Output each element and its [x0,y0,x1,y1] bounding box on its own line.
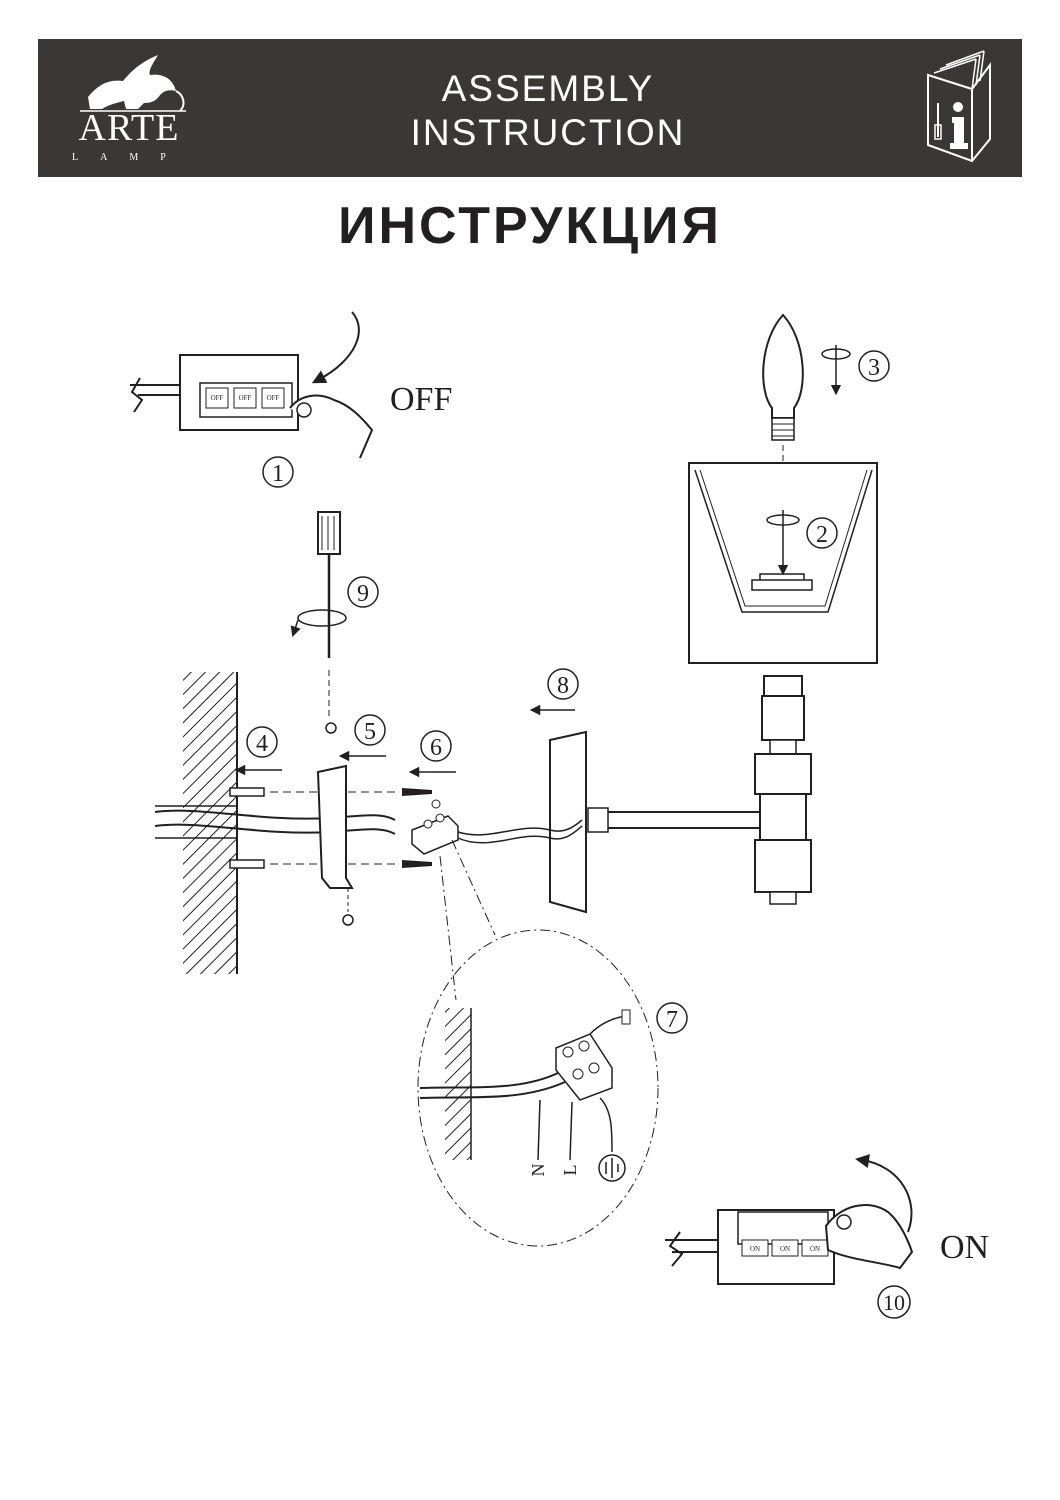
lamp-arm [605,811,761,829]
switch-off-illustration: OFF OFF OFF OFF 1 [130,311,452,488]
switch-key-2-label: OFF [239,394,252,402]
switch-on-illustration: ON ON ON ON 10 [665,1154,989,1319]
lamp-body-illustration: 8 [529,668,812,914]
header-bar: ARTE LAMP ASSEMBLY INSTRUCTION [38,39,1022,177]
switch-on-key-1-label: ON [750,1245,760,1253]
header-title-line2: INSTRUCTION [410,112,686,153]
page-title: ИНСТРУКЦИЯ [338,197,722,255]
wall-section [183,672,237,974]
wiring-detail: N L 7 [417,929,688,1247]
screwdriver-icon [317,511,341,555]
screwdriver-illustration: 9 [290,511,379,718]
switch-key-1-label: OFF [211,394,224,402]
header-title-line1: ASSEMBLY [441,68,655,109]
step-1-number: 1 [272,461,284,487]
rotate-arrow-icon [311,311,360,384]
switch-on-key-3-label: ON [810,1245,820,1253]
step-7-number: 7 [666,1007,678,1033]
step-6-number: 6 [430,735,442,761]
step-8-number: 8 [557,673,569,699]
logo-subtext: LAMP [72,152,188,163]
bulb-illustration: 3 [762,313,890,530]
candle-bulb-icon [762,313,804,419]
step-9-number: 9 [357,581,369,607]
screw-top [402,788,432,796]
wall-mounting-illustration: 4 5 6 [154,672,583,1001]
wall-plate [549,730,587,914]
screw-bottom [402,860,432,868]
griffin-logo-icon [80,55,186,112]
step-10-number: 10 [883,1290,905,1315]
logo-wordmark: ARTE [78,107,180,149]
rotate-arrow-on-icon [855,1154,913,1233]
off-label: OFF [390,381,452,418]
hand-on-icon [824,1203,914,1270]
mounting-bracket [316,764,354,889]
header-title: ASSEMBLY INSTRUCTION [338,67,758,155]
on-label: ON [940,1229,989,1266]
terminal-block [411,815,459,855]
step-3-number: 3 [868,355,880,381]
lampshade-illustration: 2 [688,462,878,664]
ground-icon [598,1154,626,1182]
wire-live-label: L [560,1165,580,1176]
step-4-number: 4 [256,731,268,757]
switch-on-key-2-label: ON [780,1245,790,1253]
switch-key-3-label: OFF [267,394,280,402]
wall-plug-bottom [229,859,265,869]
wall-plug-top [229,787,265,797]
step-5-number: 5 [364,719,376,745]
wire-neutral-label: N [528,1164,548,1177]
step-2-number: 2 [816,522,828,548]
info-manual-icon [927,50,991,163]
